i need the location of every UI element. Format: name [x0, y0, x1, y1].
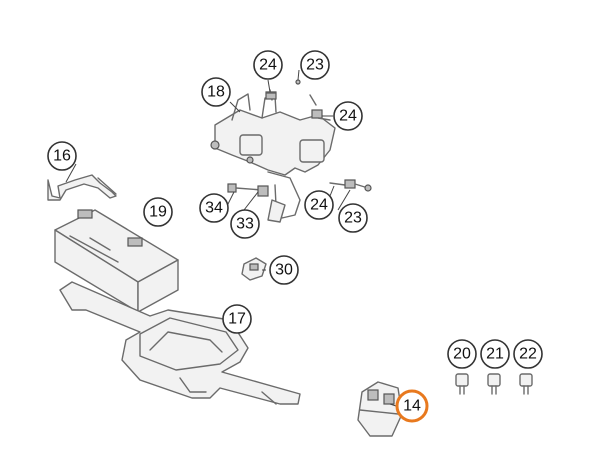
callout-label: 21 — [486, 346, 504, 363]
battery-tray-part[interactable] — [59, 281, 301, 405]
clip-part[interactable] — [241, 257, 267, 281]
callout-label: 24 — [259, 57, 277, 74]
callout-21[interactable]: 21 — [480, 339, 510, 369]
callout-24a[interactable]: 24 — [253, 50, 283, 80]
fuse-21-part[interactable] — [487, 373, 501, 395]
bolt-hardware-top[interactable] — [265, 79, 331, 121]
battery-strap-part[interactable] — [47, 174, 117, 201]
leader-lines — [65, 69, 397, 407]
callout-label: 23 — [344, 210, 362, 227]
callout-label: 20 — [453, 346, 471, 363]
callout-19[interactable]: 19 — [143, 197, 173, 227]
callout-18[interactable]: 18 — [201, 77, 231, 107]
fuse-22-part[interactable] — [519, 373, 533, 395]
callout-label: 30 — [275, 262, 293, 279]
callout-label: 14 — [403, 398, 421, 415]
callout-label: 22 — [519, 346, 537, 363]
callout-label: 17 — [228, 311, 246, 328]
callout-label: 18 — [207, 84, 225, 101]
callout-24c[interactable]: 24 — [304, 190, 334, 220]
callout-33[interactable]: 33 — [230, 209, 260, 239]
callout-label: 33 — [236, 216, 254, 233]
starter-relay-part[interactable] — [357, 381, 403, 437]
fuse-20-part[interactable] — [455, 373, 469, 395]
callout-label: 19 — [149, 204, 167, 221]
battery-part[interactable] — [54, 209, 179, 313]
callout-22[interactable]: 22 — [513, 339, 543, 369]
bracket-assembly-part[interactable] — [210, 93, 336, 223]
callout-17[interactable]: 17 — [222, 304, 252, 334]
callout-label: 24 — [339, 108, 357, 125]
callout-label: 23 — [306, 57, 324, 74]
bolt-hardware-bottom[interactable] — [227, 179, 372, 197]
callout-label: 24 — [310, 197, 328, 214]
callout-label: 16 — [53, 148, 71, 165]
callout-24b[interactable]: 24 — [333, 101, 363, 131]
callout-23a[interactable]: 23 — [300, 50, 330, 80]
callout-23b[interactable]: 23 — [338, 203, 368, 233]
callout-30[interactable]: 30 — [269, 255, 299, 285]
callout-14-highlighted[interactable]: 14 — [395, 389, 429, 423]
callout-label: 34 — [205, 200, 223, 217]
callout-20[interactable]: 20 — [447, 339, 477, 369]
callout-16[interactable]: 16 — [47, 141, 77, 171]
callout-34[interactable]: 34 — [199, 193, 229, 223]
